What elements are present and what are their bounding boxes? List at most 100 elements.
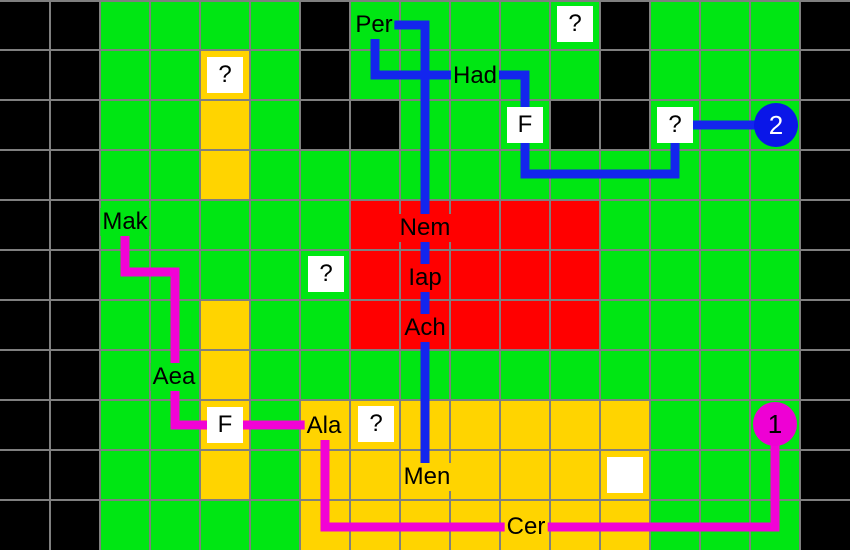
map-cell[interactable] — [600, 50, 650, 100]
map-cell[interactable] — [700, 0, 750, 50]
map-cell[interactable] — [750, 200, 800, 250]
map-cell[interactable] — [100, 450, 150, 500]
map-cell[interactable] — [550, 200, 600, 250]
map-cell[interactable] — [250, 300, 300, 350]
map-cell[interactable] — [250, 100, 300, 150]
map-cell[interactable] — [650, 400, 700, 450]
map-cell[interactable] — [750, 350, 800, 400]
map-cell[interactable] — [450, 250, 500, 300]
map-cell[interactable] — [800, 200, 850, 250]
map-cell[interactable] — [100, 50, 150, 100]
map-cell[interactable] — [50, 50, 100, 100]
map-cell[interactable] — [200, 450, 250, 500]
map-cell[interactable] — [550, 300, 600, 350]
numbered-marker-1[interactable]: 1 — [753, 402, 797, 446]
map-cell[interactable] — [150, 0, 200, 50]
mystery-box[interactable]: ? — [207, 57, 243, 93]
map-cell[interactable] — [700, 50, 750, 100]
map-cell[interactable] — [0, 450, 50, 500]
map-cell[interactable] — [350, 150, 400, 200]
map-cell[interactable] — [800, 350, 850, 400]
map-cell[interactable] — [450, 100, 500, 150]
map-cell[interactable] — [650, 50, 700, 100]
map-cell[interactable] — [700, 300, 750, 350]
map-cell[interactable] — [250, 250, 300, 300]
mystery-box[interactable]: ? — [308, 256, 344, 292]
map-cell[interactable] — [200, 300, 250, 350]
map-cell[interactable] — [700, 250, 750, 300]
map-cell[interactable] — [0, 400, 50, 450]
map-cell[interactable] — [200, 500, 250, 550]
map-cell[interactable] — [750, 250, 800, 300]
map-cell[interactable] — [550, 400, 600, 450]
map-cell[interactable] — [800, 0, 850, 50]
map-cell[interactable] — [750, 150, 800, 200]
map-cell[interactable] — [650, 200, 700, 250]
map-cell[interactable] — [50, 0, 100, 50]
map-cell[interactable] — [600, 400, 650, 450]
map-cell[interactable] — [600, 250, 650, 300]
map-cell[interactable] — [150, 200, 200, 250]
map-cell[interactable] — [350, 450, 400, 500]
map-cell[interactable] — [450, 0, 500, 50]
map-cell[interactable] — [450, 300, 500, 350]
map-cell[interactable] — [500, 350, 550, 400]
map-cell[interactable] — [50, 200, 100, 250]
map-cell[interactable] — [250, 200, 300, 250]
map-cell[interactable] — [600, 100, 650, 150]
map-cell[interactable] — [250, 450, 300, 500]
map-cell[interactable] — [500, 200, 550, 250]
map-cell[interactable] — [50, 400, 100, 450]
map-cell[interactable] — [350, 250, 400, 300]
map-cell[interactable] — [300, 300, 350, 350]
map-cell[interactable] — [550, 50, 600, 100]
map-cell[interactable] — [500, 450, 550, 500]
map-cell[interactable] — [800, 450, 850, 500]
map-cell[interactable] — [50, 150, 100, 200]
map-cell[interactable] — [300, 350, 350, 400]
map-cell[interactable] — [800, 250, 850, 300]
map-cell[interactable] — [100, 350, 150, 400]
map-cell[interactable] — [700, 150, 750, 200]
map-cell[interactable] — [250, 0, 300, 50]
map-cell[interactable] — [0, 50, 50, 100]
map-cell[interactable] — [550, 250, 600, 300]
map-cell[interactable] — [300, 200, 350, 250]
map-cell[interactable] — [450, 150, 500, 200]
map-cell[interactable] — [300, 100, 350, 150]
mystery-box[interactable]: ? — [657, 107, 693, 143]
map-cell[interactable] — [800, 50, 850, 100]
map-cell[interactable] — [550, 350, 600, 400]
map-cell[interactable] — [200, 0, 250, 50]
map-cell[interactable] — [800, 100, 850, 150]
f-box[interactable]: F — [207, 407, 243, 443]
map-cell[interactable] — [600, 350, 650, 400]
map-cell[interactable] — [250, 350, 300, 400]
map-cell[interactable] — [700, 450, 750, 500]
map-cell[interactable] — [100, 400, 150, 450]
map-cell[interactable] — [700, 400, 750, 450]
map-cell[interactable] — [200, 200, 250, 250]
map-cell[interactable] — [350, 200, 400, 250]
map-cell[interactable] — [0, 100, 50, 150]
map-cell[interactable] — [100, 0, 150, 50]
map-cell[interactable] — [0, 0, 50, 50]
map-cell[interactable] — [450, 400, 500, 450]
mystery-box[interactable]: ? — [358, 406, 394, 442]
map-cell[interactable] — [500, 400, 550, 450]
map-cell[interactable] — [200, 250, 250, 300]
map-cell[interactable] — [150, 500, 200, 550]
map-cell[interactable] — [500, 0, 550, 50]
map-cell[interactable] — [150, 50, 200, 100]
map-cell[interactable] — [0, 200, 50, 250]
map-cell[interactable] — [500, 300, 550, 350]
map-cell[interactable] — [350, 100, 400, 150]
f-box[interactable]: F — [507, 107, 543, 143]
map-cell[interactable] — [800, 150, 850, 200]
map-cell[interactable] — [800, 500, 850, 550]
map-cell[interactable] — [650, 250, 700, 300]
map-cell[interactable] — [750, 300, 800, 350]
map-cell[interactable] — [100, 150, 150, 200]
map-cell[interactable] — [250, 50, 300, 100]
map-cell[interactable] — [200, 100, 250, 150]
